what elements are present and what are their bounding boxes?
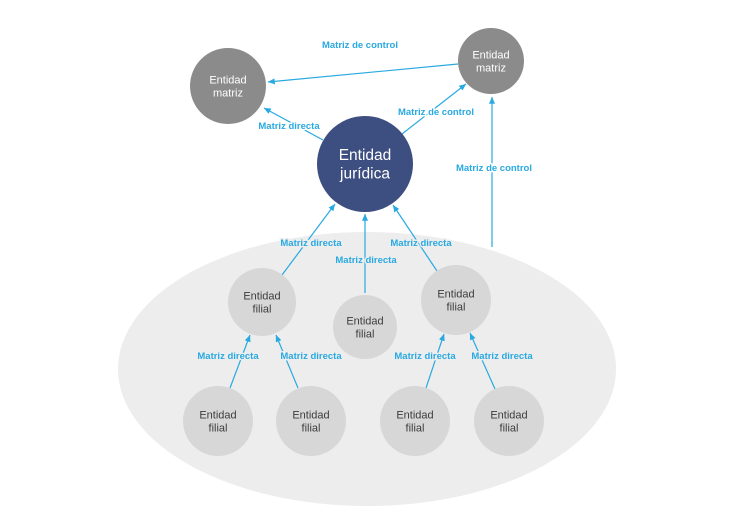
subsidiary-group-ellipse <box>118 232 616 506</box>
edge-label-control-vertical: Matriz de control <box>456 163 532 174</box>
node-sub-mid-center <box>333 295 397 359</box>
node-sub-mid-right <box>421 265 491 335</box>
node-sub-mid-left <box>228 268 296 336</box>
edge-label-directa-sub-right: Matriz directa <box>390 238 452 249</box>
node-parent-left <box>190 48 266 124</box>
node-sub-bottom-1 <box>183 386 253 456</box>
node-sub-bottom-4 <box>474 386 544 456</box>
node-parent-right <box>458 28 524 94</box>
edge-directa-sub-left <box>281 203 336 276</box>
edge-directa-bottom-4 <box>469 332 496 390</box>
edge-label-control-top: Matriz de control <box>322 40 398 51</box>
edge-directa-left-parent <box>263 107 324 141</box>
edge-label-directa-sub-left: Matriz directa <box>280 238 342 249</box>
edge-label-directa-left-parent: Matriz directa <box>258 121 320 132</box>
edge-directa-sub-right <box>392 204 438 272</box>
edge-label-directa-sub-center: Matriz directa <box>335 255 397 266</box>
edge-label-directa-bottom-4: Matriz directa <box>471 351 533 362</box>
edge-directa-bottom-3 <box>425 333 445 389</box>
edge-directa-bottom-1 <box>229 334 251 389</box>
edge-directa-bottom-2 <box>275 334 299 389</box>
edge-label-directa-bottom-1: Matriz directa <box>197 351 259 362</box>
node-legal-entity <box>317 116 413 212</box>
edge-label-directa-bottom-2: Matriz directa <box>280 351 342 362</box>
edge-label-directa-bottom-3: Matriz directa <box>394 351 456 362</box>
node-sub-bottom-3 <box>380 386 450 456</box>
edge-control-right-parent <box>401 83 467 135</box>
edge-label-control-right-parent: Matriz de control <box>398 107 474 118</box>
node-sub-bottom-2 <box>276 386 346 456</box>
edge-control-top <box>267 63 459 85</box>
